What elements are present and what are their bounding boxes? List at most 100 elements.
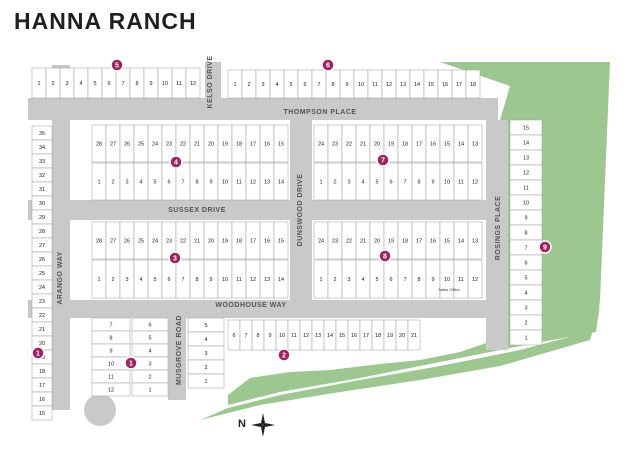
- lot[interactable]: 18: [371, 319, 385, 351]
- lot[interactable]: 18: [397, 124, 413, 163]
- lot[interactable]: 10: [439, 259, 455, 299]
- lot[interactable]: 20: [395, 319, 409, 351]
- lot[interactable]: 5: [283, 69, 299, 99]
- lot[interactable]: 18: [31, 363, 53, 379]
- lot[interactable]: 21: [189, 124, 205, 163]
- lot[interactable]: 9: [143, 67, 159, 99]
- lot[interactable]: 10: [275, 319, 289, 351]
- lot[interactable]: 24: [147, 124, 163, 163]
- lot[interactable]: 1: [313, 162, 329, 201]
- lot[interactable]: 11: [231, 259, 247, 299]
- lot[interactable]: 22: [341, 124, 357, 163]
- lot[interactable]: 6: [101, 67, 117, 99]
- lot[interactable]: 7: [175, 162, 191, 201]
- lot[interactable]: 4: [509, 284, 543, 301]
- phase-marker[interactable]: 4: [169, 155, 183, 169]
- lot[interactable]: 23: [327, 124, 343, 163]
- lot[interactable]: 19: [383, 319, 397, 351]
- lot[interactable]: 2: [241, 69, 257, 99]
- lot[interactable]: 22: [341, 221, 357, 260]
- lot[interactable]: 10: [157, 67, 173, 99]
- lot[interactable]: 9: [425, 162, 441, 201]
- lot[interactable]: 31: [31, 181, 53, 197]
- lot[interactable]: 11: [509, 179, 543, 196]
- lot[interactable]: 22: [175, 221, 191, 260]
- lot[interactable]: 7: [311, 69, 327, 99]
- lot[interactable]: 16: [425, 221, 441, 260]
- lot[interactable]: 17: [245, 221, 261, 260]
- lot[interactable]: 8: [189, 259, 205, 299]
- lot[interactable]: 3: [341, 162, 357, 201]
- lot[interactable]: 9: [203, 162, 219, 201]
- lot[interactable]: 22: [31, 307, 53, 323]
- phase-marker[interactable]: 6: [321, 58, 335, 72]
- lot[interactable]: 1: [187, 373, 225, 389]
- lot[interactable]: 8: [509, 224, 543, 241]
- lot[interactable]: 6: [297, 69, 313, 99]
- lot[interactable]: 5: [147, 259, 163, 299]
- lot[interactable]: 26: [119, 124, 135, 163]
- lot[interactable]: 14: [453, 124, 469, 163]
- lot[interactable]: 12: [299, 319, 313, 351]
- lot[interactable]: 14: [273, 162, 289, 201]
- lot[interactable]: 3: [341, 259, 357, 299]
- lot[interactable]: 12: [185, 67, 201, 99]
- lot[interactable]: 15: [439, 124, 455, 163]
- lot[interactable]: 2: [105, 162, 121, 201]
- lot[interactable]: 8: [411, 259, 427, 299]
- lot[interactable]: 11: [171, 67, 187, 99]
- lot[interactable]: 17: [411, 221, 427, 260]
- lot[interactable]: 20: [203, 221, 219, 260]
- lot[interactable]: 3: [59, 67, 75, 99]
- lot[interactable]: 6: [131, 317, 169, 332]
- lot[interactable]: 11: [453, 259, 469, 299]
- lot[interactable]: 17: [245, 124, 261, 163]
- lot[interactable]: 4: [187, 331, 225, 347]
- lot[interactable]: 13: [259, 259, 275, 299]
- lot[interactable]: 13: [311, 319, 325, 351]
- lot[interactable]: 12: [91, 382, 131, 397]
- lot[interactable]: 24: [313, 124, 329, 163]
- lot[interactable]: 9: [339, 69, 355, 99]
- lot[interactable]: 27: [31, 237, 53, 253]
- lot[interactable]: 20: [203, 124, 219, 163]
- lot[interactable]: 14: [323, 319, 337, 351]
- lot[interactable]: 3: [255, 69, 271, 99]
- lot[interactable]: 5: [187, 317, 225, 333]
- lot[interactable]: 21: [355, 221, 371, 260]
- lot[interactable]: 2: [187, 359, 225, 375]
- lot[interactable]: 27: [105, 124, 121, 163]
- lot[interactable]: 15: [423, 69, 439, 99]
- lot[interactable]: 5: [87, 67, 103, 99]
- lot[interactable]: 33: [31, 153, 53, 169]
- lot[interactable]: 2: [327, 259, 343, 299]
- lot[interactable]: 18: [397, 221, 413, 260]
- lot[interactable]: 4: [355, 162, 371, 201]
- lot[interactable]: 4: [131, 343, 169, 358]
- phase-marker[interactable]: 9: [538, 240, 552, 254]
- lot[interactable]: 26: [31, 251, 53, 267]
- lot[interactable]: 13: [259, 162, 275, 201]
- lot[interactable]: 30: [31, 195, 53, 211]
- lot[interactable]: 28: [91, 124, 107, 163]
- lot[interactable]: 15: [31, 405, 53, 421]
- lot[interactable]: 6: [509, 254, 543, 271]
- lot[interactable]: 7: [397, 259, 413, 299]
- lot[interactable]: 6: [161, 162, 177, 201]
- lot[interactable]: 18: [465, 69, 481, 99]
- lot[interactable]: 28: [31, 223, 53, 239]
- lot[interactable]: 11: [231, 162, 247, 201]
- lot[interactable]: 10: [217, 259, 233, 299]
- lot[interactable]: 11: [91, 369, 131, 384]
- lot[interactable]: 1: [313, 259, 329, 299]
- lot[interactable]: 14: [273, 259, 289, 299]
- lot[interactable]: 1: [91, 162, 107, 201]
- lot[interactable]: 2: [131, 369, 169, 384]
- lot[interactable]: 8: [411, 162, 427, 201]
- lot[interactable]: 24: [31, 279, 53, 295]
- phase-marker[interactable]: 7: [376, 153, 390, 167]
- lot[interactable]: 16: [259, 221, 275, 260]
- lot[interactable]: 15: [509, 119, 543, 136]
- lot[interactable]: 35: [31, 125, 53, 141]
- lot[interactable]: 9: [425, 259, 441, 299]
